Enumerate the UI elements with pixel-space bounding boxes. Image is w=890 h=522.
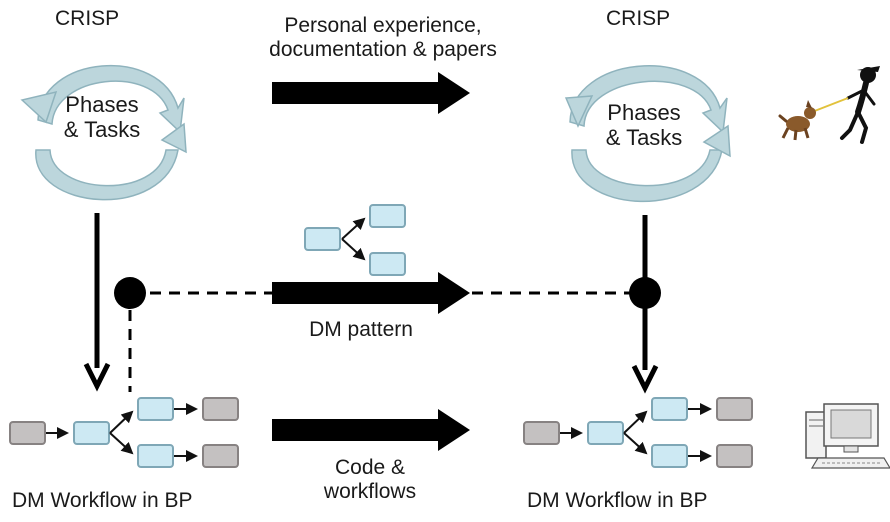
right-cycle-label-line2: & Tasks (605, 125, 683, 151)
middle-big-arrow (272, 272, 470, 314)
left-cycle-label-line1: Phases (65, 92, 139, 117)
left-vertical-arrow (83, 213, 111, 392)
left-crisp-cycle (20, 64, 187, 201)
left-workflow-graph (9, 397, 239, 468)
dm-pattern-graph (304, 204, 406, 276)
right-cycle-center-label: Phases & Tasks (601, 100, 687, 151)
computer-icon (805, 403, 890, 469)
left-crisp-title: CRISP (55, 7, 120, 30)
right-workflow-caption: DM Workflow in BP (527, 489, 708, 512)
left-workflow-caption: DM Workflow in BP (12, 489, 193, 512)
bottom-big-arrow (272, 409, 470, 451)
middle-arrow-label: DM pattern (309, 318, 413, 341)
top-arrow-label-line2: documentation & papers (269, 38, 497, 62)
right-workflow-graph (523, 397, 753, 468)
right-pattern-dot (629, 277, 661, 309)
person-with-dog-icon (778, 66, 880, 144)
bottom-arrow-label: Code & workflows (295, 456, 445, 504)
top-arrow-label: Personal experience, documentation & pap… (248, 14, 518, 62)
right-crisp-cycle (564, 65, 731, 203)
pattern-dashed-connectors (128, 291, 640, 392)
bottom-arrow-label-line2: workflows (323, 480, 417, 504)
top-big-arrow (272, 72, 470, 114)
top-arrow-label-line1: Personal experience, (284, 14, 482, 37)
left-cycle-label-line2: & Tasks (63, 117, 141, 143)
right-crisp-title: CRISP (606, 7, 671, 30)
right-cycle-label-line1: Phases (607, 100, 681, 125)
left-pattern-dot (114, 277, 146, 309)
left-cycle-center-label: Phases & Tasks (59, 92, 145, 143)
bottom-arrow-label-line1: Code & (334, 456, 406, 479)
